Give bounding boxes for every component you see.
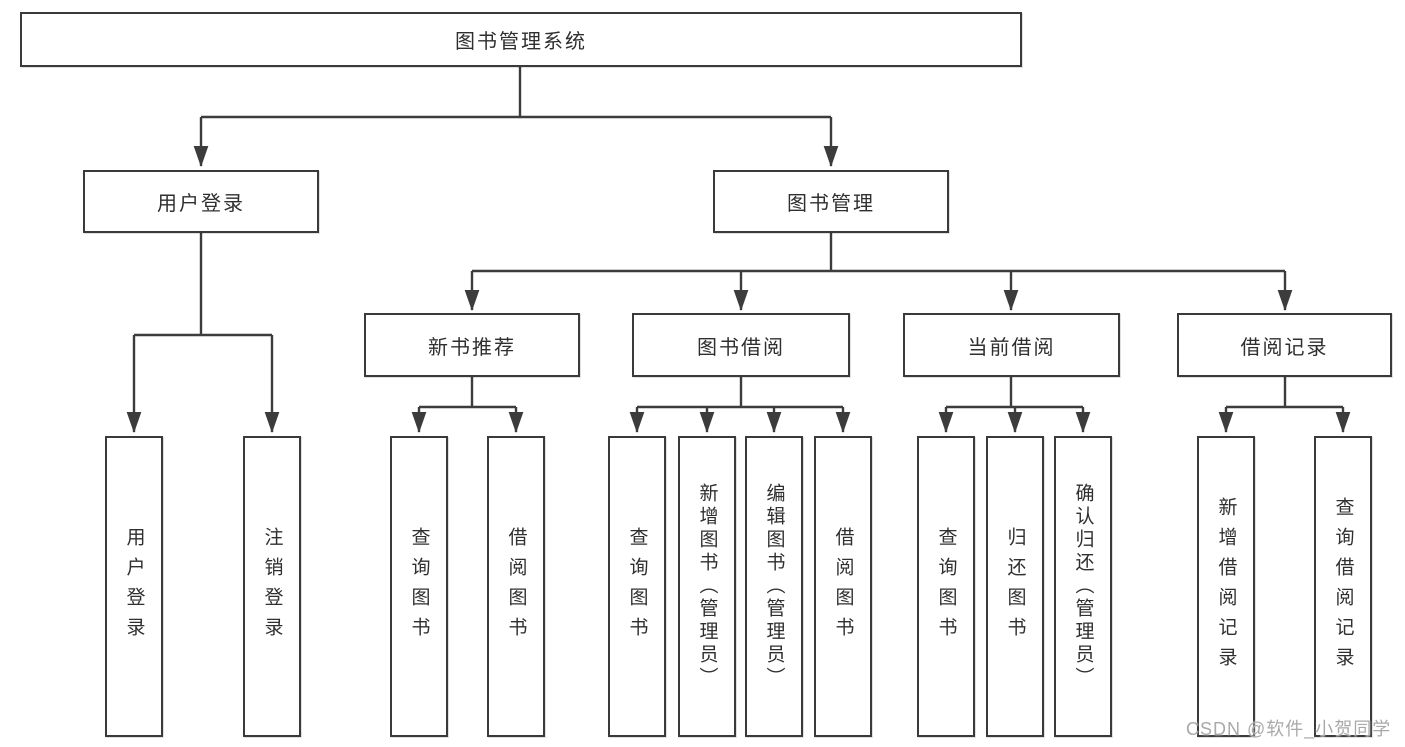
node-label: 图书管理	[787, 193, 875, 215]
leaf-query-borrow-record: 查询借阅记录	[1314, 436, 1372, 737]
leaf-user-login: 用户登录	[105, 436, 163, 737]
node-book-borrowing: 图书借阅	[632, 313, 850, 377]
node-label: 图书借阅	[697, 336, 785, 359]
node-label: 用户登录	[157, 193, 245, 215]
node-label: 用户登录	[123, 526, 145, 647]
leaf-add-book-admin: 新增图书（管理员）	[678, 436, 736, 737]
node-label: 当前借阅	[967, 336, 1056, 359]
csdn-watermark: CSDN @软件_小贺同学	[1186, 719, 1392, 739]
node-label: 查询图书	[408, 526, 430, 647]
leaf-query-books: 查询图书	[390, 436, 448, 737]
leaf-query-books: 查询图书	[608, 436, 666, 737]
node-label: 借阅图书	[505, 526, 527, 647]
leaf-borrow-books: 借阅图书	[814, 436, 872, 737]
node-label: 图书管理系统	[455, 31, 587, 53]
node-label: 借阅图书	[832, 526, 854, 647]
node-label: 新增借阅记录	[1215, 496, 1237, 677]
node-user-login: 用户登录	[83, 170, 319, 233]
leaf-borrow-books: 借阅图书	[487, 436, 545, 737]
leaf-logout: 注销登录	[243, 436, 301, 737]
node-library-management-system: 图书管理系统	[20, 12, 1022, 67]
node-borrowing-records: 借阅记录	[1177, 313, 1392, 377]
node-label: 新增图书（管理员）	[696, 483, 718, 690]
leaf-query-books: 查询图书	[917, 436, 975, 737]
leaf-confirm-return-admin: 确认归还（管理员）	[1054, 436, 1112, 737]
leaf-add-borrow-record: 新增借阅记录	[1197, 436, 1255, 737]
node-current-borrowing: 当前借阅	[903, 313, 1120, 377]
node-label: 编辑图书（管理员）	[763, 483, 785, 690]
node-label: 查询图书	[626, 526, 648, 647]
leaf-edit-book-admin: 编辑图书（管理员）	[745, 436, 803, 737]
node-label: 借阅记录	[1240, 336, 1329, 359]
node-label: 归还图书	[1004, 526, 1026, 647]
leaf-return-books: 归还图书	[986, 436, 1044, 737]
node-label: 查询图书	[935, 526, 957, 647]
node-book-management: 图书管理	[713, 170, 949, 233]
node-label: 注销登录	[261, 526, 283, 647]
node-label: 确认归还（管理员）	[1072, 483, 1094, 690]
node-label: 新书推荐	[428, 336, 516, 359]
node-new-book-recommendation: 新书推荐	[364, 313, 580, 377]
node-label: 查询借阅记录	[1332, 496, 1354, 677]
